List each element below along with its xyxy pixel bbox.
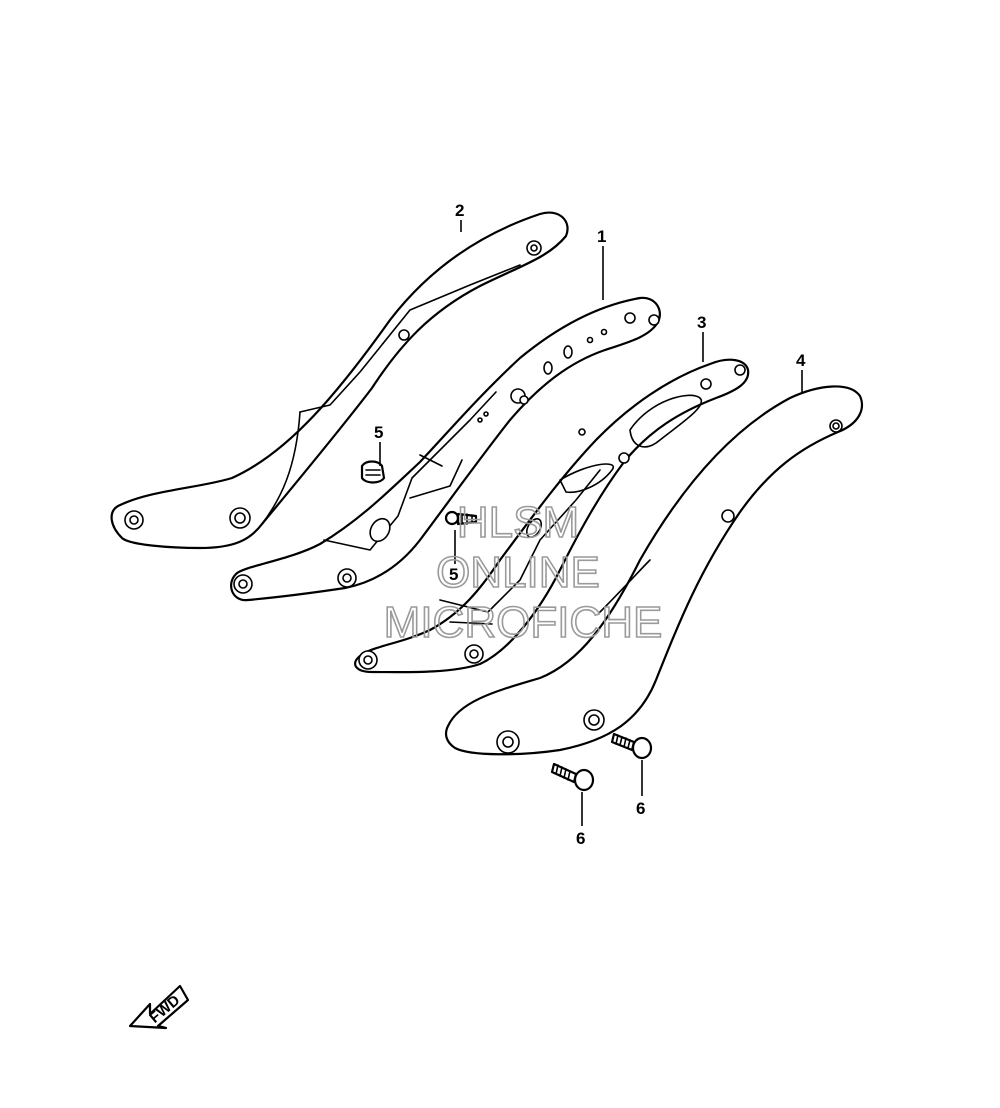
callout-1[interactable]: 1 [597,227,606,246]
callout-4[interactable]: 4 [796,351,806,370]
part-5-screw-upper[interactable] [360,460,386,484]
part-4-handle-arm[interactable] [444,385,864,756]
callout-5-lower[interactable]: 5 [449,565,458,584]
part-1-bracket[interactable] [230,296,661,602]
part-3-bracket[interactable] [354,358,750,674]
callout-2[interactable]: 2 [455,201,464,220]
watermark: HLSM ONLINE MICROFICHE [383,497,663,648]
callout-5-upper[interactable]: 5 [374,423,383,442]
part-2-handle-arm[interactable] [110,211,569,550]
fwd-direction-marker: FWD [128,984,190,1030]
callout-6-upper[interactable]: 6 [636,799,645,818]
part-5-screw-lower[interactable] [444,510,478,526]
callout-3[interactable]: 3 [697,313,706,332]
watermark-line-1: HLSM [457,498,579,547]
watermark-line-2: ONLINE [436,548,600,597]
part-6-bolt-lower[interactable] [550,762,595,792]
part-6-bolt-upper[interactable] [610,732,653,760]
callout-6-lower[interactable]: 6 [576,829,585,848]
watermark-line-3: MICROFICHE [384,598,663,647]
